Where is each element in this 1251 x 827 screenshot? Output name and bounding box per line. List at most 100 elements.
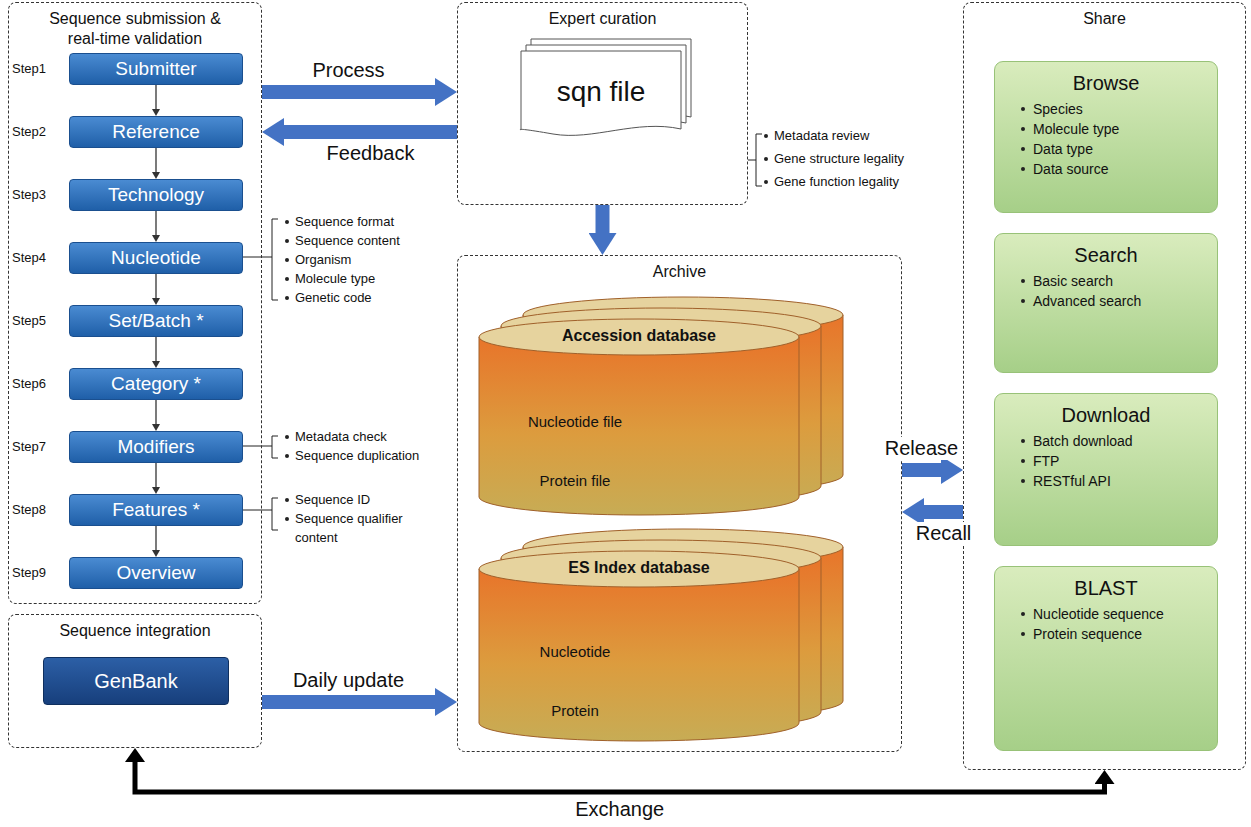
function-heading: Search — [995, 244, 1217, 267]
step-name: Set/Batch * — [70, 306, 242, 336]
box-label: Protein — [509, 691, 641, 731]
step-box: Step6Category * — [69, 368, 243, 400]
flow-arrow — [155, 148, 156, 172]
step-box: Step1Submitter — [69, 53, 243, 85]
panel-heading: Sequence submission & real-time validati… — [40, 9, 230, 49]
cylinder-body — [479, 337, 799, 515]
function-item: Data source — [1021, 159, 1217, 179]
step-number: Step8 — [12, 502, 46, 517]
dashed-panel: Step1SubmitterStep2ReferenceStep3Technol… — [8, 2, 262, 604]
block-arrow — [284, 125, 457, 139]
check-item: Metadata review — [764, 126, 869, 145]
check-item: Molecule type — [285, 269, 375, 288]
step-name: Nucleotide — [70, 243, 242, 273]
bracket — [242, 498, 278, 530]
function-item: Advanced search — [1021, 291, 1217, 311]
function-item: Species — [1021, 99, 1217, 119]
panel-heading: Sequence integration — [20, 621, 250, 641]
edge-label: Feedback — [325, 142, 417, 165]
box-label: Nucleotide file — [509, 399, 641, 445]
record-file: Protein file — [509, 461, 641, 505]
step-box: Step4Nucleotide — [69, 242, 243, 274]
step-box: Step3Technology — [69, 179, 243, 211]
step-box: Step2Reference — [69, 116, 243, 148]
function-box: DownloadBatch downloadFTPRESTful API — [994, 393, 1218, 546]
step-number: Step4 — [12, 250, 46, 265]
flow-arrow — [155, 85, 156, 109]
bracket — [242, 219, 278, 300]
step-number: Step6 — [12, 376, 46, 391]
bracket — [242, 436, 278, 458]
record-file: Protein — [509, 691, 641, 735]
step-name: Submitter — [70, 54, 242, 84]
edge-label: Process — [310, 59, 386, 82]
step-number: Step9 — [12, 565, 46, 580]
function-item: RESTful API — [1021, 471, 1217, 491]
function-box: BLAST Nucleotide sequenceProtein sequence — [994, 566, 1218, 751]
step-number: Step2 — [12, 124, 46, 139]
cylinder-top — [479, 319, 799, 355]
flow-arrow — [155, 337, 156, 361]
step-name: Technology — [70, 180, 242, 210]
step-name: Features * — [70, 495, 242, 525]
box-label: Protein file — [509, 461, 641, 501]
step-name: Modifiers — [70, 432, 242, 462]
check-item: Sequence qualifier content — [285, 509, 445, 547]
dashed-panel: BrowseSpeciesMolecule typeData typeData … — [963, 2, 1246, 770]
edge-label: Exchange — [573, 798, 666, 821]
database-cylinder: Nucleotide fileProtein file Accession dat… — [479, 319, 799, 515]
database-name: ES Index database — [479, 559, 799, 577]
record-file: Nucleotide — [509, 629, 641, 679]
block-arrow — [596, 205, 610, 233]
source-box: GenBank — [43, 657, 229, 705]
file-document: sqn file — [521, 51, 681, 135]
panel-heading: Expert curation — [488, 9, 718, 29]
function-item: Nucleotide sequence — [1021, 604, 1217, 624]
dashed-panel: sqn file Expert curation — [457, 2, 748, 205]
exchange-line — [135, 762, 1105, 792]
box-label: Nucleotide — [509, 629, 641, 675]
edge-label: Release — [883, 437, 960, 460]
step-number: Step3 — [12, 187, 46, 202]
step-number: Step1 — [12, 61, 46, 76]
database-name: Accession database — [479, 327, 799, 345]
function-item: FTP — [1021, 451, 1217, 471]
function-heading: BLAST — [995, 577, 1217, 600]
flow-arrow — [155, 400, 156, 424]
edge-label: Daily update — [291, 669, 406, 692]
flow-arrow — [155, 463, 156, 487]
function-item: Molecule type — [1021, 119, 1217, 139]
panel-heading: Share — [1005, 9, 1205, 29]
paper-sheet — [520, 51, 681, 135]
function-heading: Download — [995, 404, 1217, 427]
check-item: Gene structure legality — [764, 149, 904, 168]
flow-arrow — [155, 274, 156, 298]
bracket — [748, 134, 762, 186]
check-item: Sequence duplication — [285, 446, 419, 465]
block-arrow — [262, 695, 435, 709]
cylinder-top — [479, 551, 799, 587]
step-box: Step7Modifiers — [69, 431, 243, 463]
step-box: Step9Overview — [69, 557, 243, 589]
function-box: BrowseSpeciesMolecule typeData typeData … — [994, 61, 1218, 213]
database-cylinder: NucleotideProtein ES Index database — [479, 551, 799, 741]
check-item: Genetic code — [285, 288, 372, 307]
step-box: Step8Features * — [69, 494, 243, 526]
block-arrow — [924, 505, 963, 519]
step-name: Category * — [70, 369, 242, 399]
flow-arrow — [155, 526, 156, 550]
check-item: Organism — [285, 250, 351, 269]
flow-arrow — [155, 211, 156, 235]
step-number: Step5 — [12, 313, 46, 328]
function-heading: Browse — [995, 72, 1217, 95]
dashed-panel: Nucleotide fileProtein file Accession dat… — [457, 255, 902, 752]
edge-label: Recall — [914, 522, 974, 545]
function-item: Protein sequence — [1021, 624, 1217, 644]
record-file: Nucleotide file — [509, 399, 641, 449]
step-box: Step5Set/Batch * — [69, 305, 243, 337]
block-arrow — [902, 463, 941, 477]
step-name: Overview — [70, 558, 242, 588]
check-item: Gene function legality — [764, 172, 899, 191]
dashed-panel: GenBank Sequence integration — [8, 614, 262, 748]
